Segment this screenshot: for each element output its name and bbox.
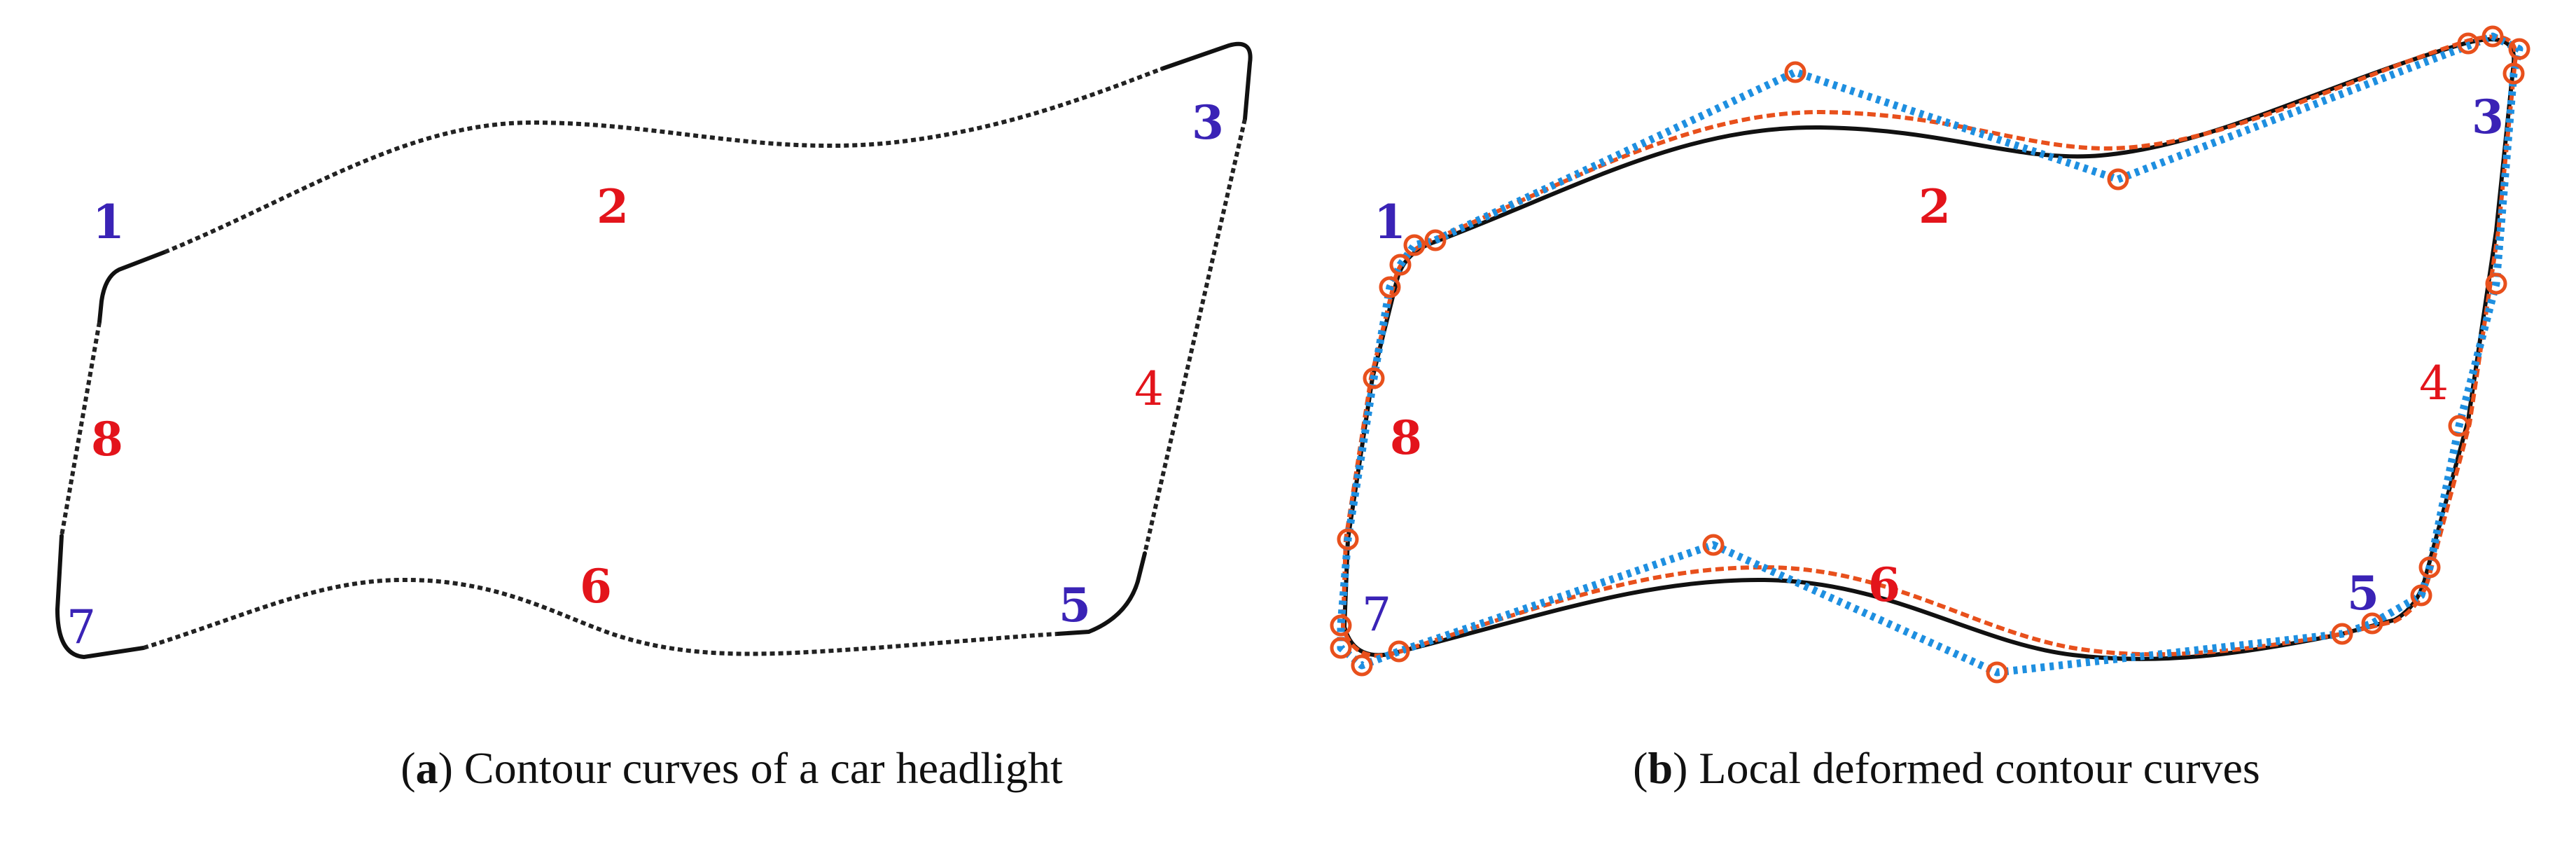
caption-b: (b) Local deformed contour curves [1633,743,2260,793]
control-point [1330,614,1352,637]
control-point [1388,640,1410,663]
control-point [1330,637,1352,659]
control-polygon-top [1337,32,2523,677]
label-6-b: 6 [1868,558,1900,612]
control-point [1986,661,2008,684]
control-point [2361,612,2383,635]
panel-b: 1 2 3 4 5 6 7 8 (b) Local deformed conto… [1330,25,2530,793]
contour-corners-a [55,41,1253,660]
label-8-b: 8 [1390,410,1422,465]
labels-a: 1 2 3 4 5 6 7 8 [67,95,1224,654]
control-polygon-b [1337,32,2523,677]
control-point [1389,254,1412,276]
label-5-b: 5 [2347,566,2379,621]
label-1-b: 1 [1374,195,1406,249]
labels-b: 1 2 3 4 5 6 7 8 [1362,90,2504,642]
control-points-b [1330,25,2530,684]
control-point [2331,623,2353,645]
label-3-a: 3 [1192,95,1224,150]
caption-a: (a) Contour curves of a car headlight [401,743,1063,793]
corner-segment-5 [1055,551,1147,636]
control-point [2107,168,2129,191]
control-point [2485,272,2507,295]
label-8-a: 8 [91,412,123,466]
label-2-a: 2 [597,179,629,234]
deformed-contour-b [1341,34,2518,658]
label-4-b: 4 [2419,357,2449,410]
label-6-a: 6 [580,559,612,614]
control-point [1379,276,1401,298]
contour-closed-b [1342,37,2516,661]
control-point [1702,534,1725,556]
label-4-a: 4 [1134,362,1164,416]
label-3-b: 3 [2472,90,2504,144]
control-point [1403,234,1426,256]
label-5-a: 5 [1059,578,1091,632]
corner-segment-1 [97,250,167,324]
original-contour-b [1342,37,2516,661]
panel-a: 1 2 3 4 5 6 7 8 (a) Contour curves of a … [55,41,1253,793]
label-1-a: 1 [92,195,125,249]
control-point [2481,25,2504,48]
corner-segment-7 [55,534,146,660]
contour-curves-a [60,67,1247,656]
control-point [2418,556,2441,579]
control-point [1424,229,1447,251]
curve-8-a [60,321,102,537]
label-7-a: 7 [67,600,96,654]
label-2-b: 2 [1919,179,1951,234]
label-7-b: 7 [1362,588,1391,642]
control-point [2508,38,2530,60]
curve-2-a [163,67,1164,254]
curve-4-a [1143,118,1247,554]
control-point [1351,654,1373,677]
control-point [2457,32,2479,55]
corner-segment-3 [1160,41,1253,121]
control-point [1337,528,1359,551]
control-point [1363,367,1385,389]
control-point [1784,61,1806,83]
curve-6-a [143,577,1058,656]
control-point [2410,584,2432,607]
control-point [2448,415,2470,437]
deformed-closed-b [1341,34,2518,658]
control-point [2502,62,2525,85]
